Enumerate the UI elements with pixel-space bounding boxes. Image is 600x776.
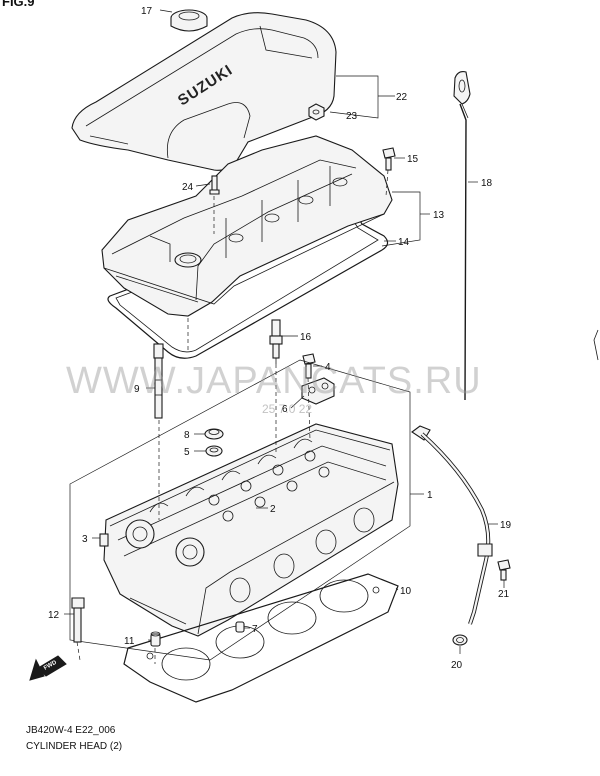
callout-4[interactable]: 4 [325, 362, 331, 373]
callout-16[interactable]: 16 [300, 332, 312, 343]
bolt-21 [497, 559, 511, 581]
callout-12[interactable]: 12 [48, 610, 60, 621]
cylinder-head [69, 359, 411, 661]
callout-6[interactable]: 6 [282, 404, 288, 415]
engine-top-cover: SUZUKI [71, 12, 337, 171]
callout-9[interactable]: 9 [134, 384, 140, 395]
o-ring-20 [452, 634, 468, 646]
cylinder-head-cover [101, 135, 393, 317]
dipstick-guide-tube [411, 425, 493, 625]
figure-title: CYLINDER HEAD (2) [26, 741, 123, 752]
oil-dipstick [453, 71, 471, 401]
watermark-small: 25 7.0 22 [262, 402, 312, 416]
watermark: WWW.JAPANCATS.RU [66, 360, 482, 402]
callout-3[interactable]: 3 [82, 534, 88, 545]
callout-17[interactable]: 17 [141, 6, 153, 17]
forward-arrow-icon: FWD [29, 655, 67, 681]
callout-8[interactable]: 8 [184, 430, 190, 441]
callout-14[interactable]: 14 [398, 237, 410, 248]
callout-21[interactable]: 21 [498, 589, 510, 600]
dowel-11 [150, 631, 161, 647]
callout-22[interactable]: 22 [396, 92, 408, 103]
callout-10[interactable]: 10 [400, 586, 412, 597]
callout-2[interactable]: 2 [270, 504, 276, 515]
plug-3 [99, 533, 109, 547]
oil-filler-cap [170, 9, 208, 32]
figure-label: FIG.9 [2, 0, 35, 9]
bolt-15 [382, 147, 396, 171]
nut-23 [308, 103, 325, 121]
callout-13[interactable]: 13 [433, 210, 445, 221]
stud-24 [209, 175, 220, 195]
callout-5[interactable]: 5 [184, 447, 190, 458]
figure-code: JB420W-4 E22_006 [26, 725, 116, 736]
bolt-12 [71, 597, 85, 643]
seal-8 [204, 428, 224, 440]
callout-1[interactable]: 1 [427, 490, 433, 501]
callout-15[interactable]: 15 [407, 154, 419, 165]
callout-7[interactable]: 7 [252, 624, 258, 635]
callout-11[interactable]: 11 [124, 636, 135, 647]
callout-20[interactable]: 20 [451, 660, 463, 671]
callout-23[interactable]: 23 [346, 111, 358, 122]
callout-19[interactable]: 19 [500, 520, 512, 531]
plug-5 [205, 445, 223, 457]
dowel-7 [235, 621, 245, 633]
callout-18[interactable]: 18 [481, 178, 493, 189]
callout-24[interactable]: 24 [182, 182, 194, 193]
spark-plug [269, 319, 283, 364]
head-gasket [123, 573, 399, 703]
